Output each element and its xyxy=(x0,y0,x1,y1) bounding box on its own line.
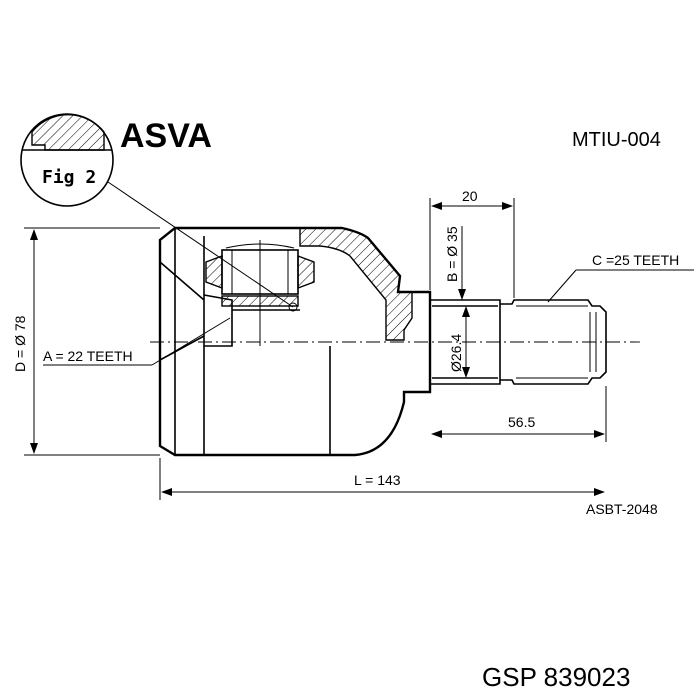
dim-b: 20 B = Ø 35 xyxy=(429,188,515,300)
footer-part-number: GSP 839023 xyxy=(482,662,630,692)
dim-l: L = 143 xyxy=(159,458,605,500)
dim-shaft-diameter: Ø26.4 xyxy=(448,306,470,378)
dim-l-label: L = 143 xyxy=(354,472,401,488)
roller-right-section xyxy=(297,254,315,290)
fig-detail: Fig 2 xyxy=(20,113,298,312)
dim-shaft-length: 56.5 xyxy=(431,386,607,442)
dim-shaft-length-label: 56.5 xyxy=(508,414,535,430)
fig-hatched-section xyxy=(31,114,105,151)
dim-a: A = 22 TEETH xyxy=(43,317,231,366)
joint-housing xyxy=(158,226,432,457)
part-number: MTIU-004 xyxy=(572,129,661,151)
roller-left-section xyxy=(205,254,223,290)
dim-c: C =25 TEETH xyxy=(547,252,694,303)
dim-a-label: A = 22 TEETH xyxy=(43,348,133,364)
brand-name: ASVA xyxy=(120,117,212,155)
fig-leader-line xyxy=(107,181,294,308)
cross-reference: ASBT-2048 xyxy=(586,501,658,517)
dim-shaft-diameter-label: Ø26.4 xyxy=(448,334,464,372)
dim-d: D = Ø 78 xyxy=(12,227,160,456)
dim-b-label: B = Ø 35 xyxy=(444,226,460,282)
dim-top-width-label: 20 xyxy=(462,188,478,204)
housing-outline xyxy=(158,226,432,457)
dim-c-label: C =25 TEETH xyxy=(592,252,679,268)
tripod-roller xyxy=(205,240,315,346)
dim-d-label: D = Ø 78 xyxy=(12,315,28,372)
housing-wall-section xyxy=(299,227,413,341)
fig-label: Fig 2 xyxy=(42,167,96,188)
